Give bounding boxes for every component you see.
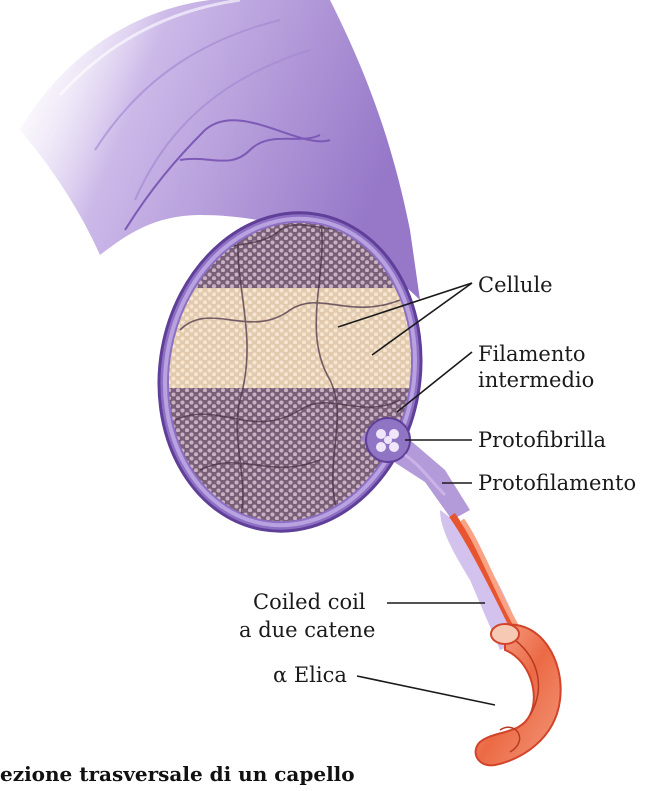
label-filamento-line1: Filamento [478, 342, 585, 367]
label-protofilamento: Protofilamento [478, 471, 636, 496]
label-alpha-elica: α Elica [273, 663, 347, 688]
alpha-helix [440, 510, 561, 765]
label-coiled-line1: Coiled coil [253, 590, 366, 615]
leader-alpha-elica [357, 676, 495, 705]
label-coiled-line2: a due catene [239, 618, 375, 643]
label-cellule: Cellule [478, 273, 553, 298]
label-protofibrilla: Protofibrilla [478, 428, 606, 453]
label-filamento-line2: intermedio [478, 368, 594, 393]
figure-caption: ezione trasversale di un capello [0, 762, 355, 786]
